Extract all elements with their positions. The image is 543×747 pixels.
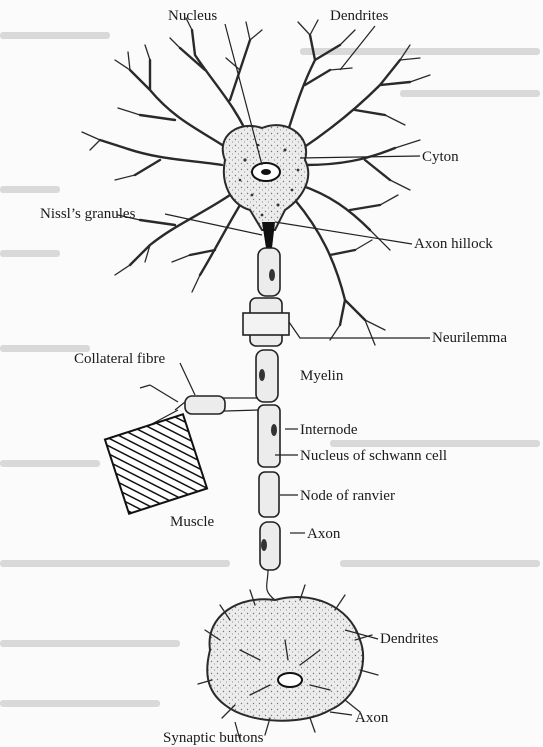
label-node-of-ranvier: Node of ranvier (300, 488, 395, 504)
muscle-block (105, 414, 207, 514)
terminal-nucleus (278, 673, 302, 687)
collateral-fibre (140, 385, 258, 425)
label-internode: Internode (300, 422, 358, 438)
label-collateral-fibre: Collateral fibre (74, 351, 166, 367)
myelinated-axon (243, 248, 289, 600)
myelin-segment (258, 248, 280, 296)
label-dendrites-top: Dendrites (330, 8, 388, 24)
synaptic-terminal (207, 597, 363, 721)
axon-hillock (262, 222, 275, 248)
label-nucleus-of-schwann-cell: Nucleus of schwann cell (300, 448, 447, 464)
label-axon-bottom: Axon (355, 710, 389, 726)
label-cyton: Cyton (422, 149, 459, 165)
label-nissl-granules: Nissl’s granules (40, 206, 136, 222)
label-axon-hillock: Axon hillock (414, 236, 493, 252)
label-dendrites-bottom: Dendrites (380, 631, 438, 647)
label-muscle: Muscle (170, 514, 215, 530)
nucleolus (261, 169, 271, 175)
label-neurilemma: Neurilemma (432, 330, 507, 346)
myelin-segment (259, 472, 279, 517)
label-myelin: Myelin (300, 368, 344, 384)
myelin-segment (258, 405, 280, 467)
label-nucleus: Nucleus (168, 8, 217, 24)
label-axon-mid: Axon (307, 526, 341, 542)
neurilemma-sheath (243, 313, 289, 335)
label-synaptic-buttons: Synaptic buttons (163, 730, 264, 746)
